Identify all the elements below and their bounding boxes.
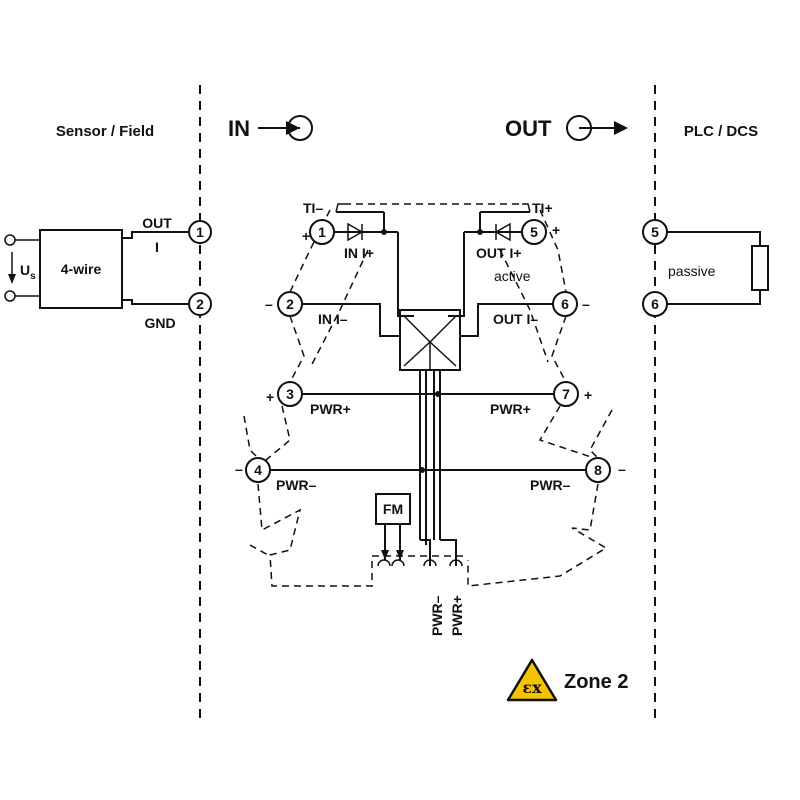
- sign-plus-t7: +: [584, 387, 592, 403]
- arrow-out-icon: [566, 115, 628, 141]
- label-ti-minus: TI–: [303, 200, 323, 216]
- label-pwr-minus-left: PWR–: [276, 477, 317, 493]
- label-in-i-minus: IN I–: [318, 311, 348, 327]
- module-housing: [243, 203, 613, 587]
- label-pwr-plus-left: PWR+: [310, 401, 351, 417]
- module-terminal-8: 8: [585, 457, 611, 483]
- header-out-label: OUT: [505, 116, 552, 141]
- zone-label: Zone 2: [564, 671, 628, 693]
- module-terminal-4: 4: [245, 457, 271, 483]
- sign-minus-t2: –: [265, 296, 273, 312]
- fm-connector-icon: [377, 559, 405, 567]
- module-terminal-3: 3: [277, 381, 303, 407]
- field-terminal-1-number: 1: [196, 224, 204, 240]
- in-diode-icon: [347, 222, 364, 242]
- header-plc-dcs: PLC / DCS: [684, 123, 758, 140]
- passive-resistor: [751, 245, 769, 291]
- gnd-wire: [122, 299, 188, 305]
- current-label: I: [155, 239, 159, 255]
- svg-text:5: 5: [530, 224, 538, 240]
- module-terminal-6: 6: [552, 291, 578, 317]
- ex-symbol: εx: [522, 678, 542, 697]
- four-wire-label: 4-wire: [61, 261, 102, 277]
- plc-terminal-5-number: 5: [651, 224, 659, 240]
- fm-box: [375, 493, 411, 525]
- sign-plus-t5: +: [552, 222, 560, 238]
- junction-out-top: [477, 229, 483, 235]
- sign-minus-t4: –: [235, 461, 243, 477]
- arrow-in-icon: [258, 115, 313, 141]
- svg-text:3: 3: [286, 386, 294, 402]
- header-sensor-field: Sensor / Field: [56, 123, 154, 140]
- passive-label: passive: [668, 263, 716, 279]
- ex-zone-icon: [506, 658, 558, 702]
- svg-text:7: 7: [562, 386, 570, 402]
- isolator-symbol-icon: [403, 315, 457, 370]
- svg-text:2: 2: [286, 296, 294, 312]
- out-diode-icon: [494, 222, 511, 242]
- label-out-i-minus: OUT I–: [493, 311, 538, 327]
- label-pwr-plus-right: PWR+: [490, 401, 531, 417]
- header-out: OUT: [505, 115, 628, 141]
- field-device: Us 4-wire OUT I GND 1 2: [4, 215, 212, 331]
- label-active: active: [494, 268, 531, 284]
- label-in-i-plus: IN I+: [344, 245, 374, 261]
- four-wire-box: [39, 229, 123, 309]
- zone-badge: εx Zone 2: [506, 658, 628, 702]
- label-pwr-plus-bottom: PWR+: [449, 595, 465, 636]
- field-terminal-2-number: 2: [196, 296, 204, 312]
- supply-arrow-icon: [8, 252, 16, 284]
- sign-plus-t3: +: [266, 389, 274, 405]
- module-terminal-7: 7: [553, 381, 579, 407]
- junction-in-top: [381, 229, 387, 235]
- gnd-label: GND: [144, 315, 175, 331]
- out-label: OUT: [142, 215, 172, 231]
- sign-plus-t1: +: [302, 228, 310, 244]
- label-out-i-plus: OUT I+: [476, 245, 522, 261]
- supply-terminal-top: [4, 234, 16, 246]
- module-wiring: [270, 203, 586, 567]
- out-wire: [122, 231, 188, 239]
- svg-text:8: 8: [594, 462, 602, 478]
- svg-text:1: 1: [318, 224, 326, 240]
- field-terminal-2: [188, 292, 212, 316]
- module-terminal-1: 1: [309, 219, 335, 245]
- svg-text:4: 4: [254, 462, 262, 478]
- label-fm: FM: [383, 501, 403, 517]
- plc-terminal-6-number: 6: [651, 296, 659, 312]
- supply-label: Us: [20, 262, 36, 282]
- sign-minus-t6: –: [582, 296, 590, 312]
- field-terminal-1: [188, 220, 212, 244]
- label-pwr-minus-bottom: PWR–: [429, 595, 445, 636]
- header-in: IN: [228, 115, 313, 141]
- label-pwr-minus-right: PWR–: [530, 477, 571, 493]
- plc-load: 5 6 passive: [642, 219, 769, 317]
- label-ti-plus: TI+: [532, 200, 553, 216]
- module-terminal-5: 5: [521, 219, 547, 245]
- pwr-connector-icon: [423, 559, 463, 567]
- header-in-label: IN: [228, 116, 250, 141]
- svg-text:6: 6: [561, 296, 569, 312]
- supply-terminal-bottom: [4, 290, 16, 302]
- module-terminal-2: 2: [277, 291, 303, 317]
- sign-minus-t8: –: [618, 461, 626, 477]
